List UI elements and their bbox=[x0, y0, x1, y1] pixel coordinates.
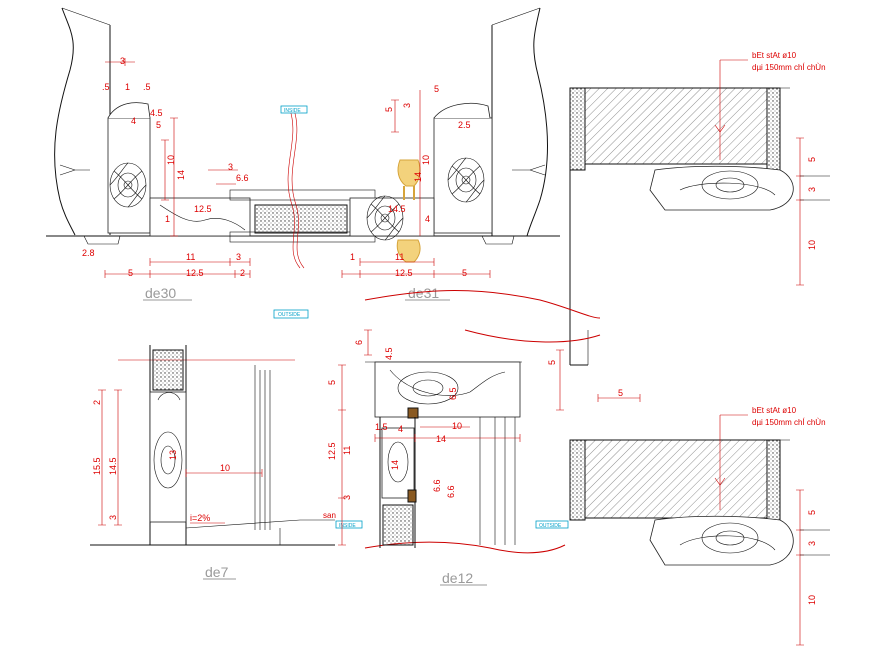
dim-label: 5 bbox=[434, 84, 439, 94]
section-top-right: bEt stAt ø10 dµi 150mm chÍ chÙn 5 3 10 5… bbox=[547, 51, 830, 411]
dim-label: 4 bbox=[398, 424, 403, 434]
dim-label: 10 bbox=[452, 421, 462, 431]
dim-label: 2.5 bbox=[458, 120, 471, 130]
floor-label: san bbox=[323, 511, 336, 520]
dim-label: 12.5 bbox=[194, 204, 212, 214]
dim-label: 14.5 bbox=[108, 457, 118, 475]
dim-label: 5 bbox=[156, 120, 161, 130]
dim-label: 5 bbox=[547, 360, 557, 365]
dim-label: 11 bbox=[395, 252, 404, 262]
dim-label: 14 bbox=[413, 172, 423, 182]
dim-label: 11 bbox=[342, 446, 352, 455]
dim-label: 4 bbox=[425, 214, 430, 224]
dim-label: 4 bbox=[131, 116, 136, 126]
svg-text:INSIDE: INSIDE bbox=[339, 523, 356, 529]
detail-de7: 2 15.5 14.5 3 10 13 i=2% san de7 bbox=[90, 345, 336, 580]
dim-label: 11 bbox=[186, 252, 195, 262]
dim-label: 5 bbox=[327, 380, 337, 385]
dim-label: 1.5 bbox=[375, 422, 388, 432]
dim-label: 14.5 bbox=[388, 204, 406, 214]
dim-label: 3 bbox=[108, 515, 118, 520]
dim-label: 6 bbox=[354, 340, 364, 345]
detail-title: de31 bbox=[408, 285, 439, 301]
dim-label: 14 bbox=[176, 170, 186, 180]
dim-label: .5 bbox=[143, 82, 151, 92]
dim-label: 2 bbox=[92, 400, 102, 405]
tag-inside-top: INSIDE bbox=[280, 105, 308, 114]
dim-label: 5 bbox=[384, 107, 394, 112]
dim-label: 12.5 bbox=[395, 268, 413, 278]
dim-label: 2.8 bbox=[82, 248, 95, 258]
dim-label: 6.6 bbox=[446, 485, 456, 498]
dim-label: 12.5 bbox=[327, 442, 337, 460]
detail-de30: 3 .5 1 .5 4 4.5 5 10 14 1 12.5 11 3 5 12… bbox=[46, 7, 560, 301]
detail-de12: 5 12.5 11 3 6 4.5 6.5 4 10 14 1.5 14 6.6… bbox=[327, 329, 522, 586]
detail-title: de12 bbox=[442, 570, 473, 586]
dim-label: 1 bbox=[125, 82, 130, 92]
dim-label: 3 bbox=[807, 187, 817, 192]
rebar-note: bEt stAt ø10 bbox=[752, 406, 797, 415]
rebar-note: dµi 150mm chÍ chÙn bbox=[752, 418, 826, 427]
dim-label: 2 bbox=[240, 268, 245, 278]
dim-label: 13 bbox=[168, 450, 178, 460]
dim-label: 14 bbox=[436, 434, 446, 444]
dim-label: 5 bbox=[807, 157, 817, 162]
dim-label: 10 bbox=[807, 240, 817, 250]
detail-title: de30 bbox=[145, 285, 176, 301]
tag-outside-de12: OUTSIDE bbox=[535, 520, 569, 529]
dim-label: 10 bbox=[807, 595, 817, 605]
dim-label: 3 bbox=[807, 541, 817, 546]
dim-label: 10 bbox=[166, 155, 176, 165]
dim-label: 6.6 bbox=[432, 479, 442, 492]
dim-label: 15.5 bbox=[92, 457, 102, 475]
detail-de31: 5 3 5 2.5 10 14 14.5 4 1 11 12.5 5 de31 bbox=[341, 7, 548, 301]
dim-label: 4.5 bbox=[384, 347, 394, 360]
dim-label: 1 bbox=[165, 214, 170, 224]
dim-label: 3 bbox=[228, 162, 233, 172]
tag-outside-top: OUTSIDE bbox=[273, 309, 309, 319]
dim-label: 5 bbox=[618, 388, 623, 398]
detail-title: de7 bbox=[205, 564, 229, 580]
dim-label: .5 bbox=[102, 82, 110, 92]
dim-label: 1 bbox=[350, 252, 355, 262]
dim-label: 5 bbox=[807, 510, 817, 515]
dim-label: 3 bbox=[402, 103, 412, 108]
dim-label: 3 bbox=[120, 56, 125, 66]
rebar-note: dµi 150mm chÍ chÙn bbox=[752, 63, 826, 72]
dim-label: 5 bbox=[128, 268, 133, 278]
dim-label: 3 bbox=[342, 495, 352, 500]
slope-label: i=2% bbox=[190, 513, 210, 523]
svg-text:INSIDE: INSIDE bbox=[284, 108, 301, 114]
section-bottom-right: bEt stAt ø10 dµi 150mm chÍ chÙn 5 3 10 bbox=[569, 406, 830, 646]
dim-label: 5 bbox=[462, 268, 467, 278]
dim-label: 10 bbox=[220, 463, 230, 473]
dim-label: 4.5 bbox=[150, 108, 163, 118]
dim-label: 6.5 bbox=[448, 387, 458, 400]
svg-text:OUTSIDE: OUTSIDE bbox=[278, 312, 301, 318]
dim-label: 14 bbox=[390, 460, 400, 470]
dim-label: 10 bbox=[421, 155, 431, 165]
tag-inside-de7: INSIDE bbox=[335, 520, 363, 529]
dim-label: 12.5 bbox=[186, 268, 204, 278]
dim-label: 3 bbox=[236, 252, 241, 262]
svg-text:OUTSIDE: OUTSIDE bbox=[539, 523, 562, 529]
dim-label: 6.6 bbox=[236, 173, 249, 183]
rebar-note: bEt stAt ø10 bbox=[752, 51, 797, 60]
